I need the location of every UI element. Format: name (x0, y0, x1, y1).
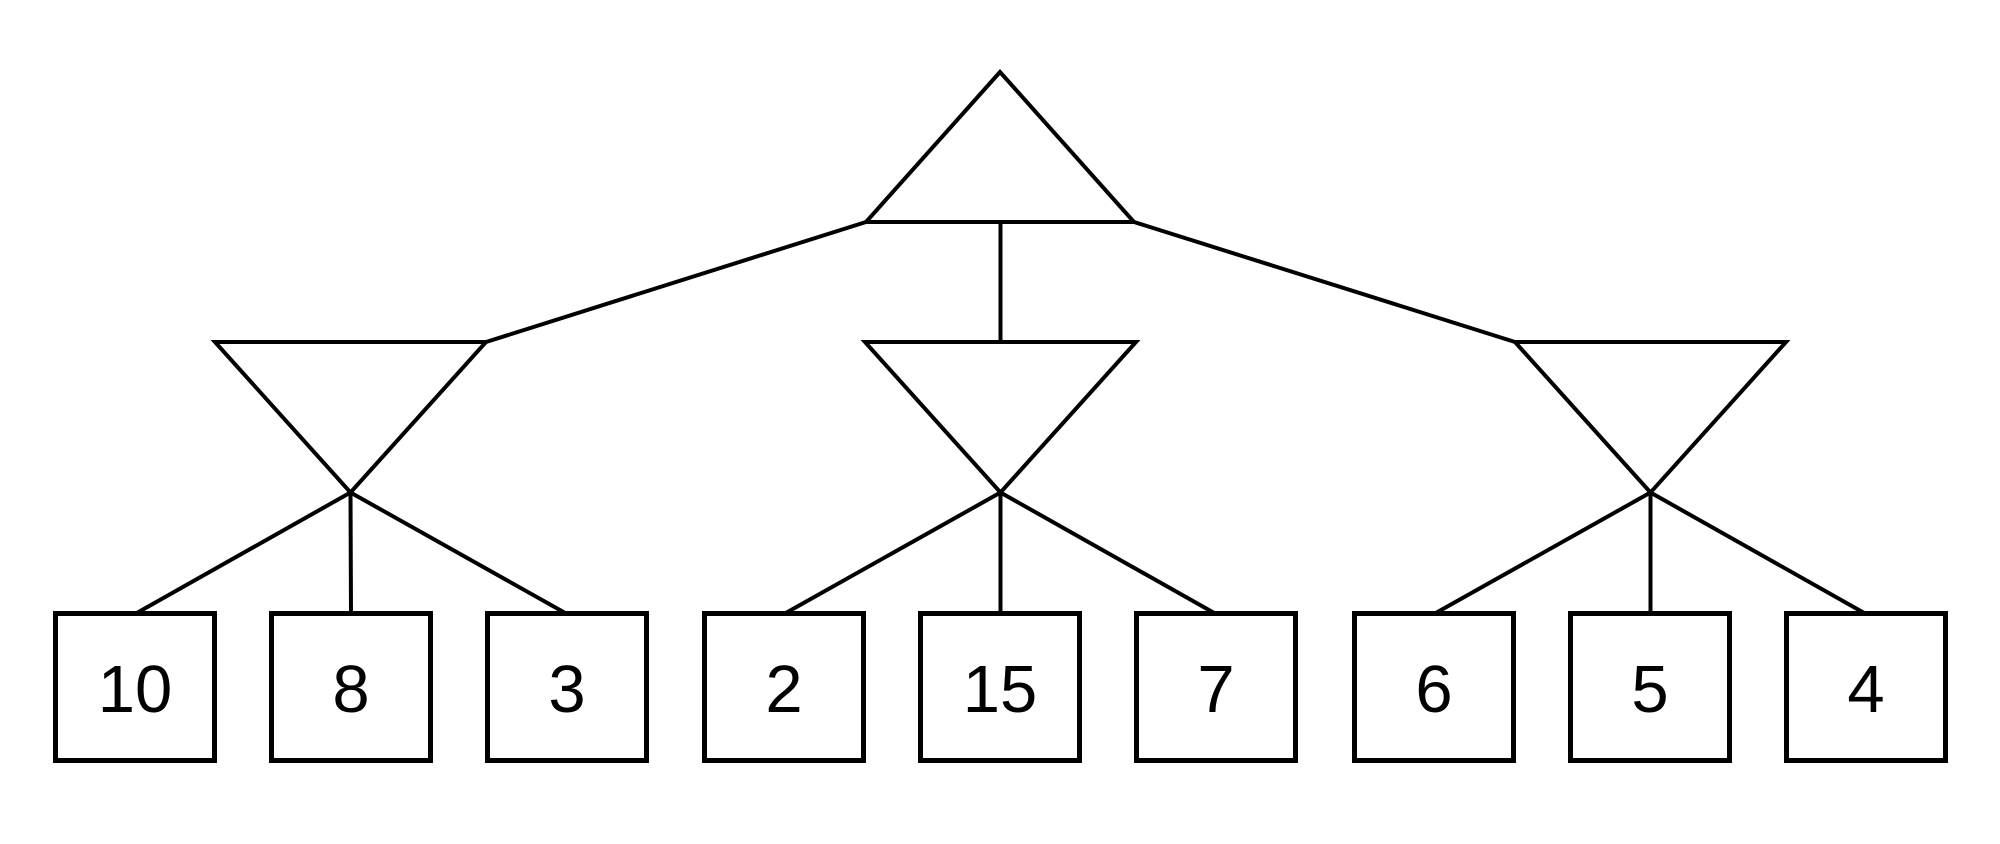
leaf-box-8: 5 (1568, 611, 1732, 763)
edge-root-to-right-node (1133, 220, 1516, 344)
leaf-value: 7 (1197, 652, 1235, 727)
edge-root-to-left-node (485, 220, 867, 344)
leaf-box-4: 2 (702, 611, 866, 763)
leaf-box-3: 3 (485, 611, 649, 763)
leaf-value: 2 (765, 652, 803, 727)
leaf-value: 15 (962, 652, 1038, 727)
leaf-edges (134, 490, 1867, 616)
edge-left-node-to-leaf-2 (348, 492, 353, 615)
leaf-box-6: 7 (1134, 611, 1298, 763)
edge-right-node-to-leaf-9 (1649, 490, 1867, 616)
edge-right-node-to-leaf-7 (1433, 490, 1652, 616)
root-edges (485, 220, 1516, 344)
leaf-box-9: 4 (1784, 611, 1948, 763)
tree-nodes (210, 68, 1791, 496)
middle-triangle-down (860, 340, 1141, 496)
leaf-value: 8 (332, 652, 370, 727)
leaf-box-2: 8 (269, 611, 433, 763)
leaf-box-5: 15 (918, 611, 1082, 763)
leaf-value: 3 (548, 652, 586, 727)
leaf-box-7: 6 (1352, 611, 1516, 763)
leaf-box-1: 10 (53, 611, 217, 763)
edge-middle-node-to-leaf-4 (783, 490, 1002, 616)
leaf-value: 5 (1631, 652, 1669, 727)
root-triangle-up (861, 68, 1139, 224)
leaf-value: 6 (1415, 652, 1453, 727)
edge-left-node-to-leaf-3 (349, 490, 568, 616)
right-triangle-down (1510, 340, 1791, 496)
leaf-value: 10 (97, 652, 173, 727)
left-triangle-down (210, 340, 491, 496)
edge-left-node-to-leaf-1 (134, 490, 352, 616)
leaf-value: 4 (1847, 652, 1885, 727)
edge-middle-node-to-leaf-6 (999, 490, 1217, 616)
